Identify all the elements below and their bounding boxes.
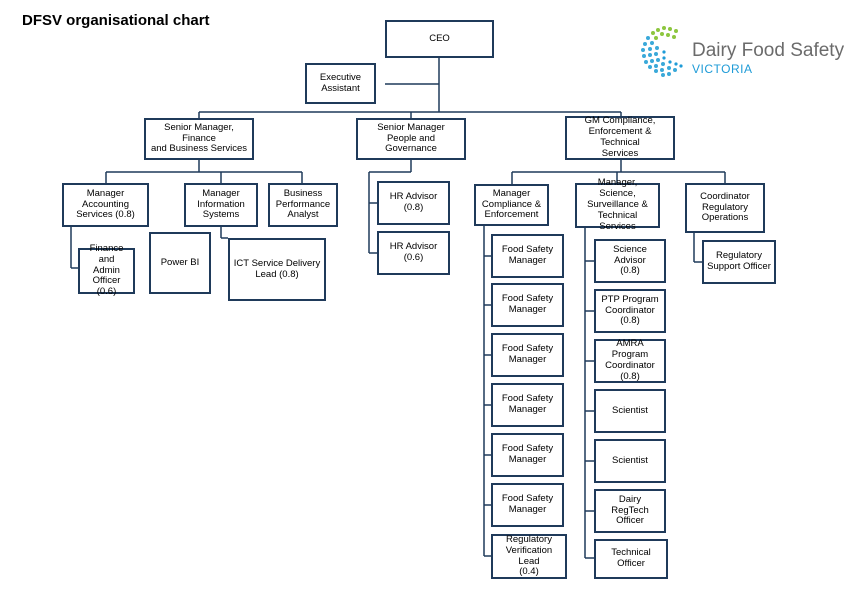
food-safety-manager-4-box: Food Safety Manager xyxy=(491,383,564,427)
ceo-box: CEO xyxy=(385,20,494,58)
gm-compliance-box: GM Compliance, Enforcement & Technical S… xyxy=(565,115,675,160)
executive-assistant-box: Executive Assistant xyxy=(305,63,376,104)
regulatory-support-officer-box: Regulatory Support Officer xyxy=(702,240,776,284)
ptp-program-coordinator-box: PTP Program Coordinator (0.8) xyxy=(594,289,666,333)
power-bi-box: Power BI xyxy=(149,232,211,294)
logo-subtitle: VICTORIA xyxy=(692,62,753,76)
food-safety-manager-5-box: Food Safety Manager xyxy=(491,433,564,477)
food-safety-manager-6-box: Food Safety Manager xyxy=(491,483,564,527)
technical-officer-box: Technical Officer xyxy=(594,539,668,579)
finance-admin-officer-box: Finance and Admin Officer (0.6) xyxy=(78,243,135,297)
logo-mark-icon xyxy=(641,26,683,77)
regulatory-verification-lead-box: Regulatory Verification Lead (0.4) xyxy=(491,534,567,579)
dfsv-logo: Dairy Food Safety VICTORIA xyxy=(634,22,844,84)
food-safety-manager-2-box: Food Safety Manager xyxy=(491,283,564,327)
manager-compliance-box: Manager Compliance & Enforcement xyxy=(474,184,549,226)
coordinator-regulatory-box: Coordinator Regulatory Operations xyxy=(685,183,765,233)
dairy-regtech-officer-box: Dairy RegTech Officer xyxy=(594,489,666,533)
senior-manager-finance-box: Senior Manager, Finance and Business Ser… xyxy=(144,118,254,160)
page-title: DFSV organisational chart xyxy=(22,12,210,29)
food-safety-manager-3-box: Food Safety Manager xyxy=(491,333,564,377)
hr-advisor-1-box: HR Advisor (0.8) xyxy=(377,181,450,225)
manager-science-box: Manager, Science, Surveillance & Technic… xyxy=(575,177,660,232)
science-advisor-box: Science Advisor (0.8) xyxy=(594,239,666,283)
scientist-1-box: Scientist xyxy=(594,389,666,433)
food-safety-manager-1-box: Food Safety Manager xyxy=(491,234,564,278)
business-performance-analyst-box: Business Performance Analyst xyxy=(268,183,338,227)
amra-program-coordinator-box: AMRA Program Coordinator (0.8) xyxy=(594,338,666,383)
manager-accounting-box: Manager Accounting Services (0.8) xyxy=(62,183,149,227)
logo-name: Dairy Food Safety xyxy=(692,40,845,61)
senior-manager-people-box: Senior Manager People and Governance xyxy=(356,118,466,160)
ict-service-delivery-box: ICT Service Delivery Lead (0.8) xyxy=(228,238,326,301)
scientist-2-box: Scientist xyxy=(594,439,666,483)
manager-information-systems-box: Manager Information Systems xyxy=(184,183,258,227)
hr-advisor-2-box: HR Advisor (0.6) xyxy=(377,231,450,275)
